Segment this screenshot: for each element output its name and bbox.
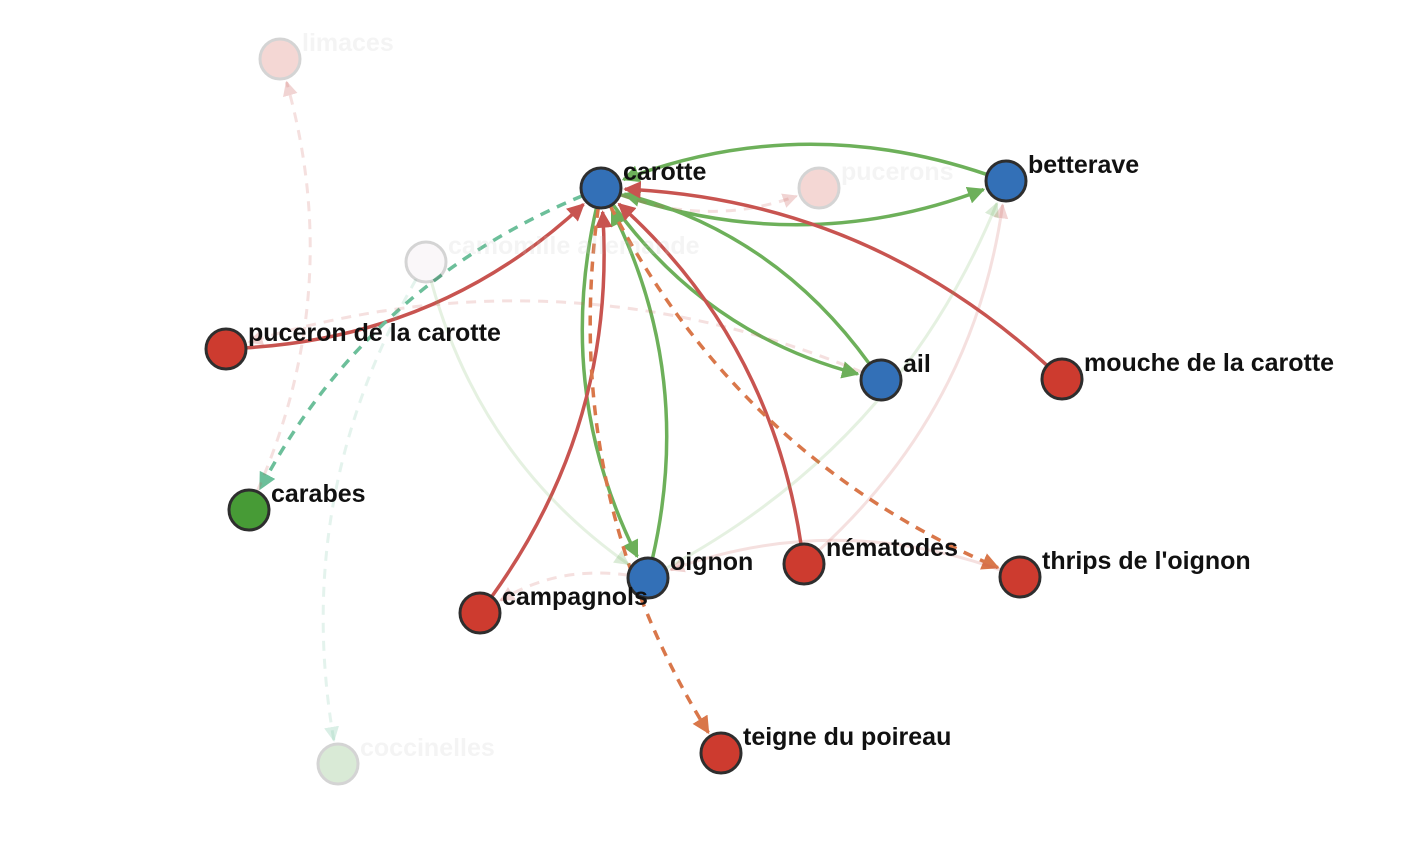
node-label-coccinelles: coccinelles [360,734,495,762]
edge-carotte-to-teigne [588,207,710,735]
node-label-ail: ail [903,350,931,378]
node-circle-teigne[interactable] [699,731,743,775]
node-puceron_carotte[interactable]: puceron de la carotte [204,319,501,371]
node-oignon[interactable]: oignon [626,548,753,600]
node-circle-betterave[interactable] [984,159,1028,203]
node-label-betterave: betterave [1028,151,1139,179]
edge-betterave-to-carotte [621,142,988,183]
edge-thrips-to-oignon [669,538,1002,573]
edge-camomille-to-coccinelles [321,278,418,742]
edge-carotte-to-pucerons [619,193,798,213]
node-ail[interactable]: ail [859,350,931,402]
node-coccinelles[interactable]: coccinelles [316,734,495,786]
edge-carabes-to-limaces [255,80,312,493]
node-mouche_carotte[interactable]: mouche de la carotte [1040,349,1334,401]
node-teigne[interactable]: teigne du poireau [699,723,951,775]
node-label-campagnols: campagnols [502,583,648,611]
node-circle-carotte[interactable] [579,166,623,210]
edge-carotte-to-oignon [580,207,639,559]
node-label-limaces: limaces [302,29,394,57]
edge-campagnols-to-carotte [490,210,613,598]
node-pucerons[interactable]: pucerons [797,158,954,210]
node-circle-puceron_carotte[interactable] [204,327,248,371]
edge-mouche_carotte-to-carotte [623,181,1049,367]
node-label-pucerons: pucerons [841,158,954,186]
node-label-carotte: carotte [623,158,706,186]
edge-ail-to-puceron_carotte [247,299,864,374]
node-carotte[interactable]: carotte [579,158,706,210]
edges-layer [245,80,1049,742]
node-label-mouche_carotte: mouche de la carotte [1084,349,1334,377]
node-label-puceron_carotte: puceron de la carotte [248,319,501,347]
node-thrips[interactable]: thrips de l'oignon [998,547,1251,599]
edge-puceron_carotte-to-carotte [245,203,585,350]
node-limaces[interactable]: limaces [258,29,394,81]
node-label-oignon: oignon [670,548,753,576]
edge-carotte-to-carabes [258,194,584,491]
edge-ail-to-carotte [622,189,871,365]
node-label-camomille: camomille allemande [448,232,700,260]
node-campagnols[interactable]: campagnols [458,583,648,635]
node-circle-ail[interactable] [859,358,903,402]
node-camomille[interactable]: camomille allemande [404,232,700,284]
node-label-thrips: thrips de l'oignon [1042,547,1251,575]
node-circle-limaces[interactable] [258,37,302,81]
node-circle-oignon[interactable] [626,556,670,600]
edge-oignon-to-carotte [610,207,669,559]
edge-camomille-to-oignon [429,280,630,566]
node-circle-campagnols[interactable] [458,591,502,635]
edge-oignon-to-betterave [664,201,999,570]
node-circle-carabes[interactable] [227,488,271,532]
node-circle-camomille[interactable] [404,240,448,284]
node-circle-nematodes[interactable] [782,542,826,586]
node-carabes[interactable]: carabes [227,480,366,532]
edge-carotte-to-ail [611,203,860,379]
node-nematodes[interactable]: nématodes [782,534,958,586]
node-label-carabes: carabes [271,480,366,508]
nodes-layer: carotte betterave ail oignon puceron de la c… [204,29,1334,786]
node-circle-mouche_carotte[interactable] [1040,357,1084,401]
edge-nematodes-to-betterave [817,203,1009,552]
node-label-teigne: teigne du poireau [743,723,951,751]
node-circle-coccinelles[interactable] [316,742,360,786]
node-circle-thrips[interactable] [998,555,1042,599]
node-betterave[interactable]: betterave [984,151,1139,203]
edge-carotte-to-thrips [608,204,1000,570]
node-label-nematodes: nématodes [826,534,958,562]
edge-nematodes-to-carotte [617,202,803,545]
node-circle-pucerons[interactable] [797,166,841,210]
